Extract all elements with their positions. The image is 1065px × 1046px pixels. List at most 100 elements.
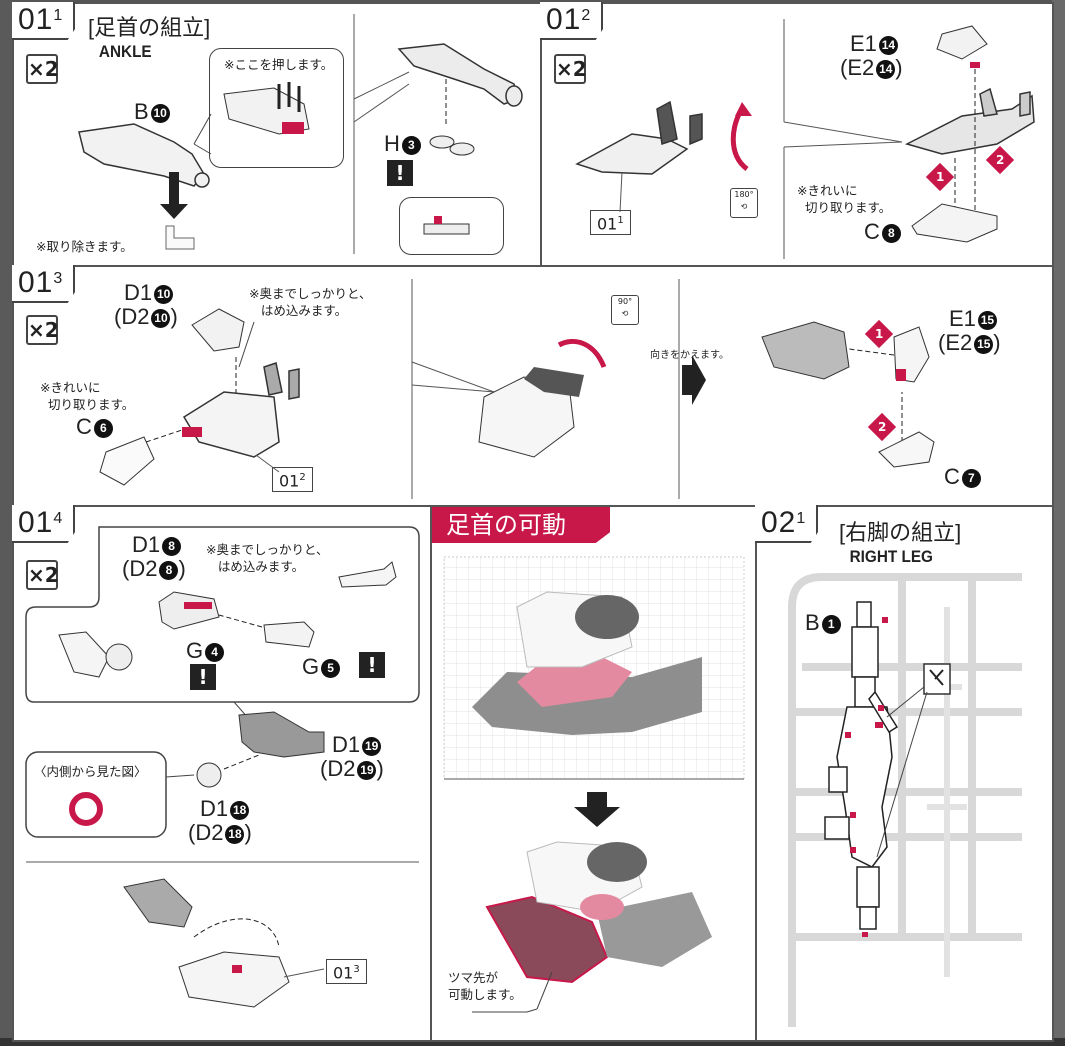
part-letter: B bbox=[805, 610, 820, 635]
warning-icon: ! bbox=[190, 664, 216, 690]
page-edge-bottom bbox=[0, 1038, 1065, 1046]
part-number: 18 bbox=[225, 825, 245, 844]
toe-red bbox=[517, 657, 632, 707]
ref-sub: 2 bbox=[299, 472, 306, 483]
ref-pointer bbox=[283, 968, 325, 978]
ankle-frame-b10 bbox=[78, 123, 210, 188]
pointer-lines bbox=[411, 361, 495, 393]
paren: ) bbox=[993, 330, 1001, 355]
ankle-motion-drawing bbox=[443, 556, 745, 1013]
detail-part bbox=[423, 223, 470, 235]
ankle-joint bbox=[587, 842, 647, 882]
remove-arrow bbox=[160, 172, 188, 219]
part-number: 6 bbox=[93, 419, 113, 438]
inside-view-ring bbox=[69, 792, 103, 826]
runner-frame bbox=[788, 573, 1022, 1027]
part-number: 15 bbox=[977, 311, 997, 330]
ankle-motion-title: 足首の可動 bbox=[432, 507, 610, 543]
rotate-90-icon: 90°⟲ bbox=[611, 295, 639, 325]
part-number: 19 bbox=[357, 761, 377, 780]
sole-heel bbox=[597, 892, 712, 967]
note-pointer bbox=[472, 1008, 538, 1013]
note-line: はめ込みます。 bbox=[260, 303, 348, 318]
quantity-badge: ×2 bbox=[26, 315, 59, 345]
reference-step: 013 bbox=[326, 959, 367, 985]
inside-view-label: 〈内側から見た図〉 bbox=[34, 764, 147, 779]
step-01-1-drawing bbox=[78, 14, 523, 254]
step-title: [足首の組立] bbox=[88, 15, 211, 40]
highlight bbox=[970, 62, 980, 68]
step-01-2-drawing bbox=[575, 19, 1035, 259]
part-d1-8 bbox=[158, 591, 220, 630]
part-letter: (D2 bbox=[122, 556, 158, 581]
note-line: ※きれいに bbox=[797, 183, 858, 198]
dashed-arrow-1 bbox=[848, 348, 895, 356]
part-letter: (D2 bbox=[320, 756, 356, 781]
warning-icon: ! bbox=[359, 652, 385, 678]
note-line: ※奥までしっかりと、 bbox=[249, 286, 372, 301]
part-number: 7 bbox=[961, 469, 981, 488]
paren: ) bbox=[170, 304, 178, 329]
step-sub: 3 bbox=[53, 270, 64, 287]
step-num: 01 bbox=[18, 3, 54, 36]
part-e1-14 bbox=[936, 25, 988, 60]
part-number: 15 bbox=[974, 335, 994, 354]
note-turn: 向きをかえます。 bbox=[650, 350, 729, 361]
part-letter: (D2 bbox=[114, 304, 150, 329]
part-letter: D1 bbox=[132, 532, 161, 557]
rotation-label: 180° bbox=[734, 190, 754, 199]
ref-pointer bbox=[619, 171, 623, 213]
next-arrow-icon bbox=[682, 355, 706, 405]
warning-icon: ! bbox=[387, 160, 413, 186]
callout-pointer bbox=[165, 774, 195, 778]
note-line: 可動します。 bbox=[448, 987, 522, 1002]
note-line: はめ込みます。 bbox=[217, 559, 305, 574]
step-01-4-drawing bbox=[25, 526, 420, 1008]
quantity-badge: ×2 bbox=[26, 54, 59, 84]
note-insert: ※奥までしっかりと、 はめ込みます。 bbox=[249, 285, 371, 319]
ref-num: 01 bbox=[333, 963, 354, 983]
note-line: ※きれいに bbox=[40, 380, 101, 395]
step-sub: 4 bbox=[53, 510, 64, 527]
step-num: 01 bbox=[18, 266, 54, 299]
rotate-arrow-head bbox=[735, 102, 752, 116]
part-letter: (E2 bbox=[840, 55, 875, 80]
pointer-lines bbox=[353, 71, 410, 123]
highlight bbox=[896, 369, 906, 381]
note-cut: ※きれいに 切り取ります。 bbox=[40, 379, 134, 413]
part-number: 18 bbox=[230, 801, 250, 820]
rotate-180-icon: 180°⟲ bbox=[730, 188, 758, 218]
part-d1-19 bbox=[238, 711, 325, 758]
detail-highlight bbox=[434, 216, 442, 224]
callout-pointer bbox=[193, 113, 212, 155]
ankle-motion-panel: 足首の可動 ツマ先が可動します。 bbox=[430, 505, 757, 1042]
part-letter: G bbox=[302, 654, 320, 679]
note-pointer bbox=[536, 971, 553, 1010]
part-number: 10 bbox=[150, 104, 170, 123]
step-subtitle: ANKLE bbox=[98, 42, 152, 61]
socket-detail bbox=[105, 643, 133, 671]
dashed-arrow bbox=[145, 429, 183, 443]
ankle-assembly bbox=[575, 100, 703, 175]
part-letter: (D2 bbox=[188, 820, 224, 845]
part-letter: D1 bbox=[124, 280, 153, 305]
part-h3 bbox=[429, 135, 475, 156]
step-sub: 1 bbox=[796, 510, 807, 527]
down-arrow-icon bbox=[574, 792, 620, 827]
step-number: 012 bbox=[540, 2, 604, 40]
part-letter: D1 bbox=[332, 732, 361, 757]
ankle-side-view bbox=[761, 321, 850, 380]
page-edge-right bbox=[1052, 0, 1065, 1046]
